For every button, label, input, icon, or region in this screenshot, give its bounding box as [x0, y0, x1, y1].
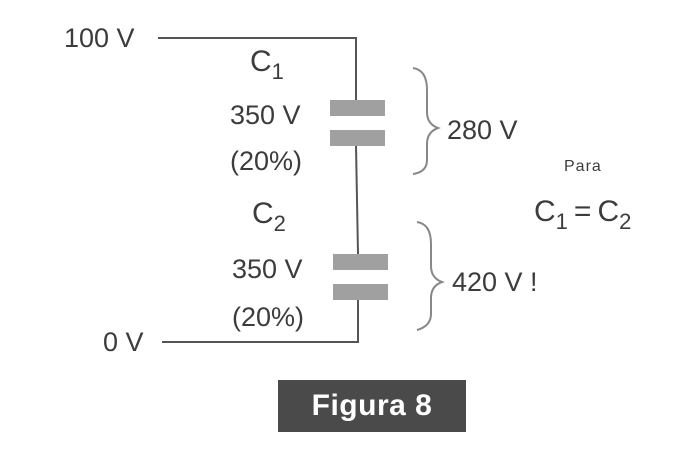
c1-name-label: C1	[250, 45, 284, 84]
c2-bottom-plate	[333, 284, 388, 300]
condition-rhs-subscript: 2	[619, 209, 631, 234]
condition-rhs-letter: C	[597, 195, 619, 228]
top-wire	[158, 37, 357, 100]
c2-voltage-brace	[416, 221, 445, 331]
top-voltage-label: 100 V	[64, 23, 135, 53]
figure-caption-box: Figura 8	[278, 380, 466, 432]
condition-lhs-subscript: 1	[556, 209, 568, 234]
c1-name-subscript: 1	[272, 59, 284, 84]
figure-caption: Figura 8	[311, 389, 433, 422]
c1-rating-label: 350 V	[230, 100, 301, 130]
c1-voltage-brace	[412, 67, 441, 175]
condition-equals-sign: =	[574, 195, 592, 228]
c1-name-letter: C	[250, 45, 272, 78]
c2-name-subscript: 2	[274, 211, 286, 236]
c2-tolerance-label: (20%)	[232, 302, 304, 332]
c1-bottom-plate	[330, 130, 385, 146]
middle-wire	[355, 145, 359, 255]
bottom-wire	[162, 300, 359, 343]
c1-tolerance-label: (20%)	[230, 146, 302, 176]
c1-top-plate	[330, 100, 385, 116]
c2-top-plate	[333, 254, 388, 270]
c2-rating-label: 350 V	[232, 254, 303, 284]
c1-measured-voltage-label: 280 V	[447, 115, 518, 145]
c2-name-label: C2	[252, 197, 286, 236]
condition-equation: C1=C2	[534, 195, 631, 234]
bottom-voltage-label: 0 V	[103, 327, 144, 357]
c2-measured-voltage-label: 420 V !	[452, 267, 538, 297]
c2-name-letter: C	[252, 197, 274, 230]
condition-para-label: Para	[564, 158, 602, 175]
condition-lhs-letter: C	[534, 195, 556, 228]
